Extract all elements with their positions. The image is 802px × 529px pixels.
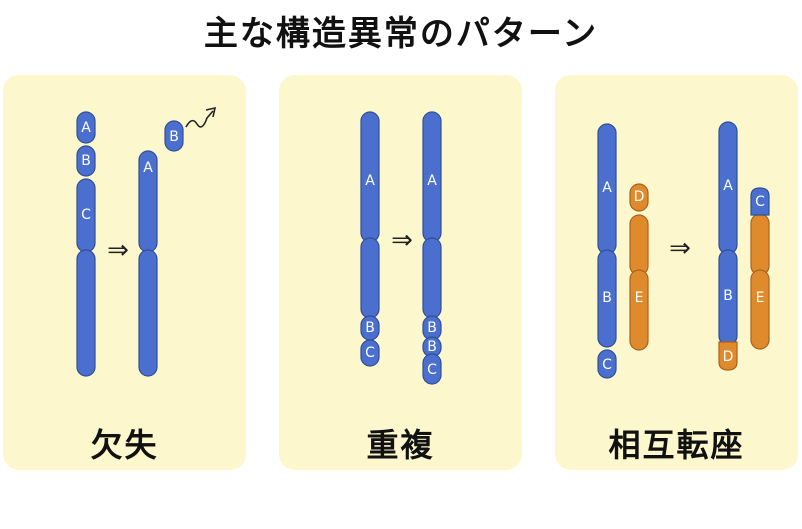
duplication-after-label-2: B [427,320,437,336]
deletion-before-segment-3 [76,249,96,377]
translocation-before-1-segment-1 [597,249,617,348]
deletion-after-segment-1 [138,249,158,377]
translocation-after-2-segment-0 [750,213,770,276]
translocation-after-1-label-d: D [723,349,734,365]
deletion-before-segment-1 [76,145,96,177]
translocation-before-1-segment-2 [597,349,617,379]
deletion-after-label-0: A [143,160,153,176]
translocation-after-2-segment-c [750,187,770,216]
translocation-before-1-label-1: B [602,290,612,306]
deletion-before-segment-0 [76,111,96,144]
page-title: 主な構造異常のパターン [203,14,599,54]
deletion-label: 欠失 [90,426,159,464]
duplication-before-label-0: A [365,173,375,189]
duplication-after-label-3: B [427,339,437,355]
duplication-after-segment-4 [422,353,442,385]
duplication-after-label-4: C [427,362,437,378]
duplication-before-segment-3 [360,339,380,367]
duplication-panel: 重複 [279,75,522,470]
translocation-before-2-label-0: D [634,189,645,205]
duplication-arrow: ⇒ [391,226,413,256]
deletion-arrow: ⇒ [107,236,129,266]
translocation-arrow: ⇒ [669,234,691,264]
duplication-after-segment-1 [422,237,442,319]
translocation-after-1-label-1: B [723,288,733,304]
deletion-before-label-0: A [81,120,91,136]
translocation-label: 相互転座 [608,426,745,464]
deletion-squiggle [185,110,214,128]
deletion-fragment-label-0: B [169,129,179,145]
translocation-before-2-segment-2 [629,269,649,351]
deletion-before-label-1: B [81,153,91,169]
deletion-panel: 欠失 [3,75,246,470]
duplication-before-label-3: C [365,345,375,361]
translocation-before-2-segment-0 [629,183,649,212]
deletion-fragment-segment-0 [164,120,184,152]
duplication-before-segment-1 [360,237,380,319]
translocation-before-2-label-2: E [635,290,644,306]
translocation-before-1-label-0: A [602,180,612,196]
translocation-after-1-segment-d [718,341,738,371]
translocation-after-1-label-0: A [723,178,733,194]
translocation-after-2-segment-1 [750,269,770,350]
deletion-before-label-2: C [81,207,91,223]
deletion-squiggle-head [205,106,217,118]
duplication-label: 重複 [366,426,435,464]
translocation-before-1-label-2: C [602,357,612,373]
translocation-after-2-label-c: C [755,194,765,210]
translocation-before-2-segment-1 [629,214,649,276]
translocation-after-2-label-1: E [756,290,765,306]
duplication-after-label-0: A [427,173,437,189]
duplication-before-label-2: B [365,320,375,336]
